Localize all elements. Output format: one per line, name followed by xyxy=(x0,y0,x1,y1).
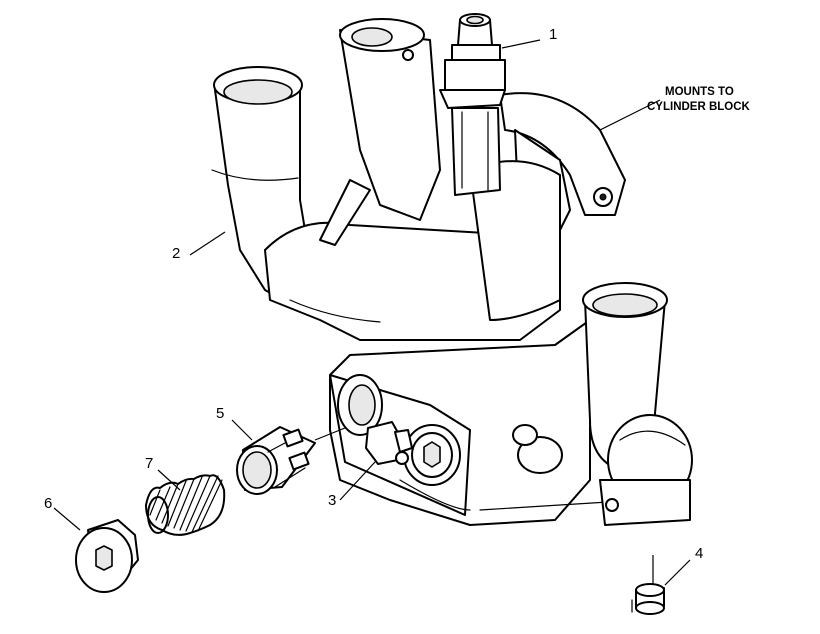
callout-3: 3 xyxy=(328,492,336,509)
callout-1: 1 xyxy=(549,26,557,43)
callout-7: 7 xyxy=(145,455,153,472)
callout-5: 5 xyxy=(216,405,224,422)
small-cap xyxy=(631,583,665,615)
orifice-fitting xyxy=(365,421,413,465)
callout-6: 6 xyxy=(44,495,52,512)
fitting xyxy=(439,13,506,196)
spring xyxy=(145,474,226,536)
valve-spool xyxy=(236,426,316,495)
outlet-tube xyxy=(512,282,693,526)
note-line-1: MOUNTS TO xyxy=(665,86,734,98)
callout-2: 2 xyxy=(172,245,180,262)
rear-tube xyxy=(319,18,441,246)
plug xyxy=(75,519,139,593)
callout-4: 4 xyxy=(695,545,703,562)
mounting-flange xyxy=(469,92,626,321)
leader-lines xyxy=(53,39,691,586)
note-line-2: CYLINDER BLOCK xyxy=(647,101,751,113)
